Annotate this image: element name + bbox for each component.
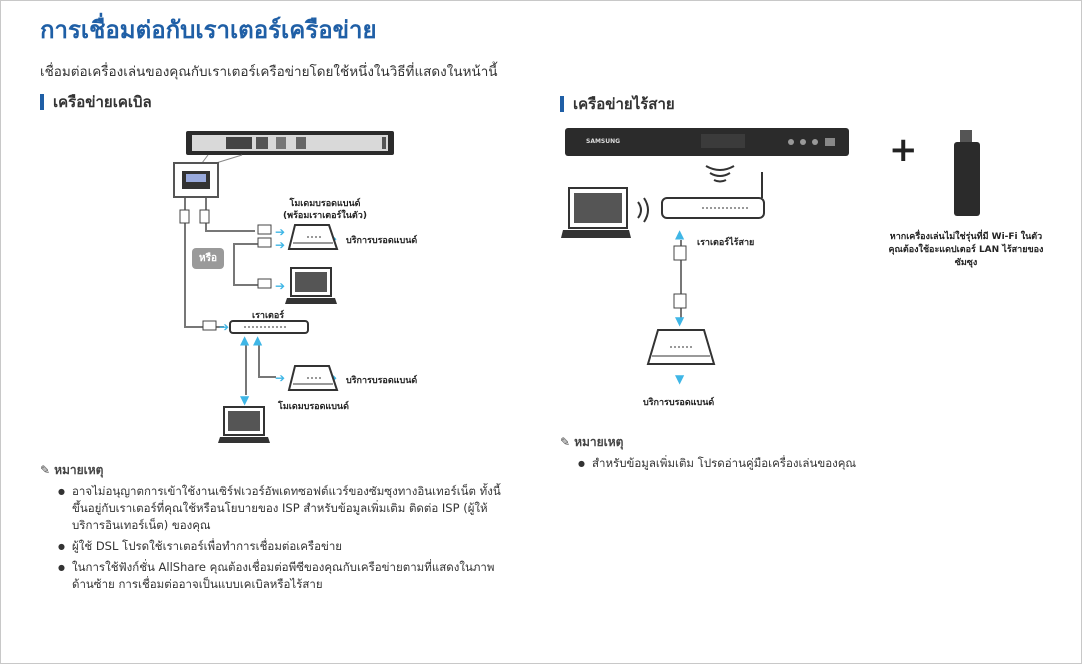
broadband-service-label: บริการบรอดแบนด์ (643, 398, 715, 408)
cable-line (233, 243, 235, 285)
cable-line (680, 240, 682, 320)
wireless-router-icon (661, 172, 765, 219)
list-item: ในการใช้ฟังก์ชั่น AllShare คุณต้องเชื่อม… (58, 559, 516, 593)
pencil-icon: ✎ (40, 463, 51, 477)
router-icon (229, 320, 309, 334)
wireless-section-heading: เครือข่ายไร้สาย (560, 96, 675, 112)
wireless-lan-adapter-icon (954, 130, 980, 216)
arrow-down-icon: ▼ (675, 314, 685, 328)
wired-notes-list: อาจไม่อนุญาตการเข้าใช้งานเซิร์ฟเวอร์อัพเ… (58, 483, 516, 597)
list-item: อาจไม่อนุญาตการเข้าใช้งานเซิร์ฟเวอร์อัพเ… (58, 483, 516, 534)
lan-port-zoom-icon (173, 154, 243, 198)
arrow-right-icon: ➔ (275, 279, 286, 293)
arrow-up-icon: ▲ (240, 333, 250, 347)
laptop-icon (561, 187, 631, 238)
laptop-icon (218, 406, 270, 443)
wireless-notes-list: สำหรับข้อมูลเพิ่มเติม โปรดอ่านคู่มือเครื… (578, 455, 978, 476)
cable-line (233, 284, 261, 286)
list-item: ผู้ใช้ DSL โปรดใช้เราเตอร์เพื่อทำการเชื่… (58, 538, 516, 555)
arrow-right-icon: ➔ (275, 225, 286, 239)
page-title: การเชื่อมต่อกับเราเตอร์เครือข่าย (40, 16, 377, 44)
rj45-plug-icon (202, 320, 217, 331)
cable-line (233, 243, 261, 245)
cable-line (245, 345, 247, 395)
arrow-down-icon: ▼ (675, 372, 685, 386)
arrow-right-icon: ➔ (275, 238, 286, 252)
player-front-icon (565, 128, 849, 156)
modem-icon (646, 329, 716, 365)
list-item: สำหรับข้อมูลเพิ่มเติม โปรดอ่านคู่มือเครื… (578, 455, 978, 472)
arrow-up-icon: ▲ (253, 333, 263, 347)
brand-logo: SAMSUNG (586, 138, 621, 145)
wifi-signal-icon (705, 165, 735, 183)
router-label: เราเตอร์ (252, 311, 285, 321)
wireless-router-label: เราเตอร์ไร้สาย (697, 238, 755, 248)
broadband-service-label: บริการบรอดแบนด์ (346, 376, 418, 386)
modem-router-label: โมเดมบรอดแบนด์ (289, 199, 361, 209)
arrow-right-icon: ➔ (219, 320, 230, 334)
plus-sign: + (889, 130, 918, 170)
page-subtitle: เชื่อมต่อเครื่องเล่นของคุณกับเราเตอร์เคร… (40, 64, 498, 80)
pencil-icon: ✎ (560, 435, 571, 449)
rj45-plug-icon (257, 224, 272, 289)
player-rear-icon (186, 131, 394, 155)
laptop-icon (285, 267, 337, 304)
adapter-note: หากเครื่องเล่นไม่ใช่รุ่นที่มี Wi-Fi ในตั… (888, 232, 1044, 268)
broadband-service-label: บริการบรอดแบนด์ (346, 236, 418, 246)
broadband-modem-label: โมเดมบรอดแบนด์ (278, 402, 349, 412)
modem-icon (287, 365, 339, 391)
or-badge: หรือ (192, 248, 224, 269)
modem-icon (287, 224, 339, 250)
wifi-signal-icon (637, 197, 649, 223)
rj45-plug-icon (179, 209, 210, 224)
wireless-note-heading: ✎หมายเหตุ (560, 435, 624, 449)
modem-router-sublabel: (พร้อมเราเตอร์ในตัว) (283, 211, 367, 221)
wired-section-heading: เครือข่ายเคเบิล (40, 94, 152, 110)
arrow-right-icon: ➔ (275, 371, 286, 385)
arrow-up-icon: ▲ (675, 227, 685, 241)
rj45-plug-icon (673, 245, 687, 309)
cable-line (184, 198, 186, 328)
cable-line (258, 376, 276, 378)
cable-line (205, 230, 255, 232)
cable-line (258, 345, 260, 377)
arrow-down-icon: ▼ (240, 393, 250, 407)
wired-note-heading: ✎หมายเหตุ (40, 463, 104, 477)
